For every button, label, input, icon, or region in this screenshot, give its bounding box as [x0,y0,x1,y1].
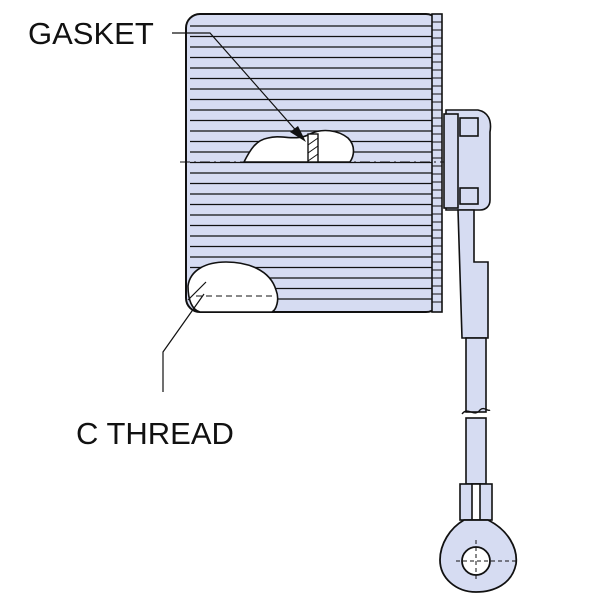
c-thread-leader [162,293,205,392]
gasket [307,133,319,163]
c-thread-label: C THREAD [76,416,234,451]
cap-right-rim [431,13,443,313]
thread-cutaway-outline [187,261,279,313]
gasket-cutaway [242,129,355,163]
gasket-label: GASKET [28,16,154,51]
cable-break [461,407,491,415]
lanyard-cable [465,337,487,485]
cap-body [185,13,443,313]
hinge-bracket [443,109,492,339]
knurl-lines [190,25,432,300]
thread-cutaway [187,261,279,313]
crimp-sleeve [459,483,493,521]
gasket-leader [172,32,306,142]
gasket-arrow-icon [290,126,306,142]
rim-ribs [432,21,442,303]
ring-terminal [439,519,518,593]
